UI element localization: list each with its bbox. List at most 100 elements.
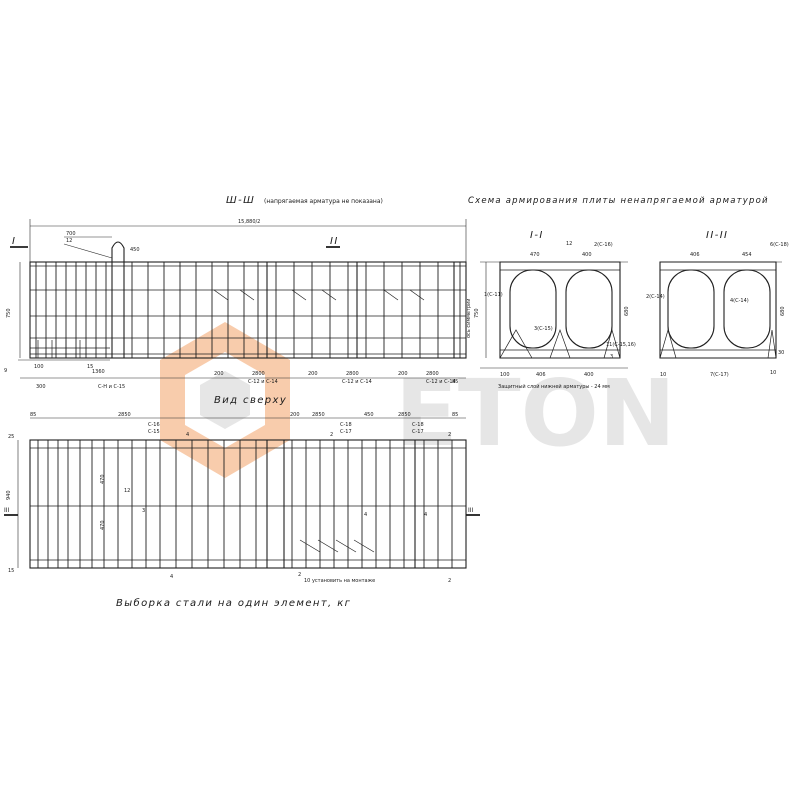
dim-406-i: 406: [536, 372, 546, 378]
dim-470-b: 470: [100, 520, 106, 530]
lifting-loop: [111, 241, 125, 358]
label-c17-a: С-17: [340, 429, 352, 435]
label-11-c15-16: 11(С-15,16): [606, 342, 636, 348]
dim-400-i-top: 400: [582, 252, 592, 258]
dim-200-b: 200: [308, 371, 318, 377]
label-12-i: 12: [566, 241, 572, 247]
top-view-outline: [29, 439, 467, 569]
cross-section-i: I-I 470 12 400 2(С-16) 750 ось симметрии…: [466, 230, 636, 390]
dim-2850-a: 2850: [118, 412, 131, 418]
elevation-stirrups: [35, 262, 461, 358]
label-2-tv-top-a: 2: [330, 432, 333, 438]
dim-100-i: 100: [500, 372, 510, 378]
label-c12-c14-a: С-12 и С-14: [248, 379, 278, 385]
label-c12-c14-c: С-12 и С-14: [426, 379, 456, 385]
cut-marker-ii-top: II: [330, 236, 339, 247]
cross-section-ii: II-II 406 454 6(С-18) 2(С-14) 4(С-14) 68…: [646, 230, 789, 378]
dim-85-tv: 85: [30, 412, 36, 418]
dim-2800-b: 2800: [346, 371, 359, 377]
dim-85-tv-right: 85: [452, 412, 458, 418]
diagonal-bar: [299, 539, 321, 553]
dim-400-i: 400: [584, 372, 594, 378]
dim-700: 700: [66, 231, 76, 237]
dim-200-tv: 200: [290, 412, 300, 418]
dim-total: 15,880/2: [238, 219, 260, 225]
label-c18-b: С-18: [412, 422, 424, 428]
label-2-tv-bottom-b: 2: [448, 578, 451, 584]
dim-680-i: 680: [624, 306, 630, 316]
cut-marker-iii-left: III: [4, 507, 10, 514]
dim-750-i: 750: [474, 308, 480, 318]
label-1-c11: 1(С-11): [484, 292, 503, 298]
dim-10-ii: 10: [660, 372, 666, 378]
label-2-tv-top-b: 2: [448, 432, 451, 438]
label-4-tv-top: 4: [186, 432, 189, 438]
label-4-tv-mid-a: 4: [364, 512, 367, 518]
dim-2850-b: 2850: [312, 412, 325, 418]
dim-2850-c: 2850: [398, 412, 411, 418]
diagonal-bar: [317, 539, 339, 553]
cage-outline: [29, 261, 467, 359]
label-c18-a: С-18: [340, 422, 352, 428]
dim-15: 15: [8, 568, 14, 574]
label-on-site: 10 установить на монтаже: [304, 578, 375, 584]
cut-title-i: I-I: [530, 230, 544, 241]
stirrup-hook: [291, 289, 307, 301]
dim-25: 25: [8, 434, 14, 440]
dim-450: 450: [130, 247, 140, 253]
dim-300: 300: [36, 384, 46, 390]
dim-454-ii: 454: [742, 252, 752, 258]
dim-470-a: 470: [100, 474, 106, 484]
axis-sym-i: ось симметрии: [466, 298, 472, 338]
label-9: 9: [4, 368, 7, 374]
label-2-c16-i: 2(С-16): [594, 242, 613, 248]
label-c12-c14-b: С-12 и С-14: [342, 379, 372, 385]
label-7-c17: 7(С-17): [710, 372, 729, 378]
protective-layer-note: Защитный слой нижней арматуры - 24 мм: [498, 383, 610, 390]
dim-10-ii-right: 10: [770, 370, 776, 376]
dim-450-tv: 450: [364, 412, 374, 418]
label-4-tv-mid-b: 4: [424, 512, 427, 518]
section-note: (напрягаемая арматура не показана): [264, 198, 383, 205]
dim-100: 100: [34, 364, 44, 370]
void-2-ii: [723, 269, 771, 349]
top-view-transverse-bars: [37, 440, 453, 568]
dim-200-a: 200: [214, 371, 224, 377]
label-6-c18: 6(С-18): [770, 242, 789, 248]
dim-30-ii: 30: [778, 350, 784, 356]
label-cn-c15: С-Н и С-15: [98, 384, 125, 390]
cut-title-ii: II-II: [706, 230, 728, 241]
dim-1360: 1360: [92, 369, 105, 375]
steel-title: Выборка стали на один элемент, кг: [116, 597, 351, 609]
label-c17-b: С-17: [412, 429, 424, 435]
dim-680-ii: 680: [780, 306, 786, 316]
label-4-c14: 4(С-14): [730, 298, 749, 304]
dim-2800-a: 2800: [252, 371, 265, 377]
dim-2800-c: 2800: [426, 371, 439, 377]
label-c15-a: С-15: [148, 429, 160, 435]
void-2-i: [565, 269, 613, 349]
scheme-title: Схема армирования плиты ненапрягаемой ар…: [468, 196, 769, 206]
dim-406-ii: 406: [690, 252, 700, 258]
label-12-tv: 12: [124, 488, 130, 494]
top-view: 85 2850 С-16 С-15 200 2850 С-18 С-17 450…: [4, 412, 480, 584]
label-4-tv-bottom: 4: [170, 574, 173, 580]
stirrup-hook: [239, 289, 255, 301]
stirrup-hook: [409, 289, 425, 301]
stirrup-hook: [321, 289, 337, 301]
label-2-c14: 2(С-14): [646, 294, 665, 300]
cut-marker-i-left: I: [12, 236, 16, 247]
stirrup-hook: [213, 289, 229, 301]
cut-marker-iii-right: III: [468, 507, 474, 514]
label-2-tv-bottom-a: 2: [298, 572, 301, 578]
diagonal-bar: [335, 539, 357, 553]
dim-940: 940: [6, 490, 12, 500]
label-c16-a: С-16: [148, 422, 160, 428]
label-15: 15: [87, 364, 93, 370]
dim-750-left: 750: [6, 308, 12, 318]
dim-200-c: 200: [398, 371, 408, 377]
top-view-title: Вид сверху: [214, 395, 287, 406]
dim-470-i: 470: [530, 252, 540, 258]
elevation-frame: 15,880/2 700 12 450 I II 750: [4, 219, 467, 390]
